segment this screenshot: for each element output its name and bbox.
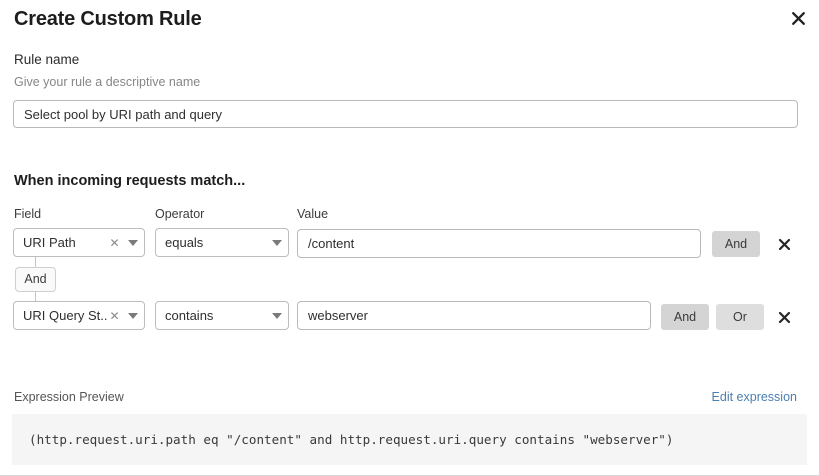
connector-line-bottom	[35, 291, 36, 302]
expression-preview-box: (http.request.uri.path eq "/content" and…	[12, 414, 807, 465]
edit-expression-link[interactable]: Edit expression	[711, 390, 797, 404]
clear-icon[interactable]: ✕	[109, 308, 120, 323]
chevron-down-icon[interactable]	[266, 239, 288, 246]
value-input-row-2[interactable]	[297, 301, 651, 330]
rule-name-input[interactable]	[13, 100, 798, 128]
field-select-row-1[interactable]: URI Path ✕	[13, 228, 145, 257]
delete-row-2-button[interactable]	[774, 307, 794, 327]
operator-select-row-1-value: equals	[165, 235, 204, 250]
clear-icon[interactable]: ✕	[109, 235, 120, 250]
value-input-row-1[interactable]	[297, 229, 701, 258]
operator-select-row-2[interactable]: contains	[155, 301, 289, 330]
column-header-value: Value	[297, 207, 329, 221]
column-header-field: Field	[14, 207, 42, 221]
operator-select-row-2-value: contains	[165, 308, 214, 323]
expression-preview-label: Expression Preview	[14, 390, 124, 404]
chevron-down-icon[interactable]	[122, 312, 144, 319]
page-title: Create Custom Rule	[14, 8, 202, 30]
connector-and-badge[interactable]: And	[15, 267, 56, 292]
rule-name-hint: Give your rule a descriptive name	[14, 75, 201, 89]
delete-row-1-button[interactable]	[774, 234, 794, 254]
and-button-row-2[interactable]: And	[661, 304, 709, 330]
chevron-down-icon[interactable]	[266, 312, 288, 319]
expression-preview-text: (http.request.uri.path eq "/content" and…	[29, 432, 674, 447]
connector-line-top	[35, 257, 36, 268]
operator-select-row-1[interactable]: equals	[155, 228, 289, 257]
field-select-row-1-value: URI Path	[23, 235, 76, 250]
chevron-down-icon[interactable]	[122, 239, 144, 246]
close-icon[interactable]	[786, 6, 810, 30]
or-button-row-2[interactable]: Or	[716, 304, 764, 330]
field-select-row-2-value: URI Query St...	[23, 308, 107, 323]
column-header-operator: Operator	[155, 207, 205, 221]
match-section-heading: When incoming requests match...	[14, 173, 246, 189]
and-button-row-1[interactable]: And	[712, 231, 760, 257]
rule-name-label: Rule name	[14, 52, 80, 67]
field-select-row-2[interactable]: URI Query St... ✕	[13, 301, 145, 330]
